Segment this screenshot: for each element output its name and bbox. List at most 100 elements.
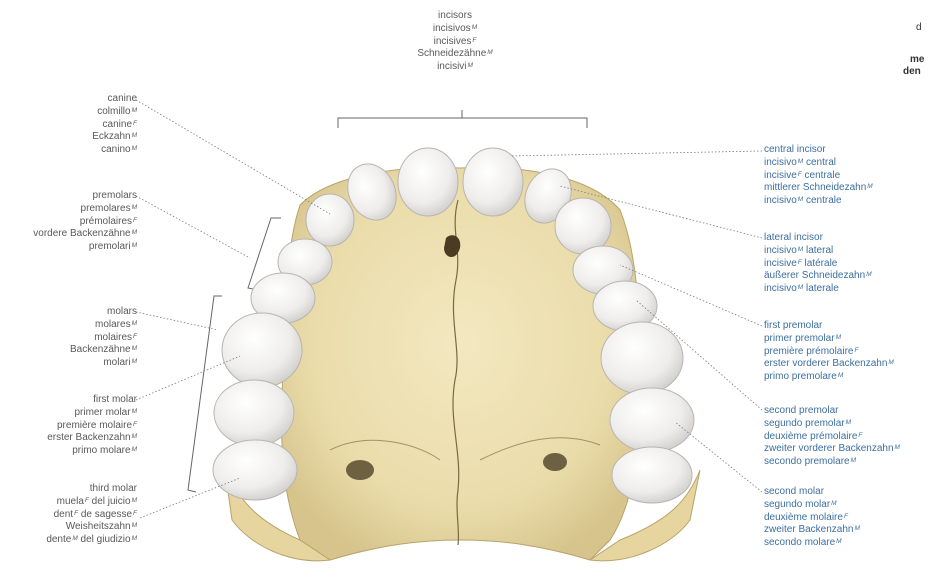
gender-marker: M <box>888 359 893 366</box>
gender-marker: M <box>132 535 137 542</box>
term-line: premolars <box>33 190 137 203</box>
term-text: primer premolar <box>764 333 835 344</box>
term-text: deuxième prémolaire <box>764 431 857 442</box>
gender-marker: M <box>132 345 137 352</box>
term-line: première molaireF <box>47 420 137 433</box>
term-text: molari <box>103 357 130 368</box>
term-text: zweiter Backenzahn <box>764 524 854 535</box>
gender-marker: M <box>132 242 137 249</box>
term-text: incisivi <box>437 61 466 72</box>
term-line: BackenzähneM <box>70 344 137 357</box>
term-line: third molar <box>46 483 137 496</box>
term-line: primer molarM <box>47 407 137 420</box>
gender-marker: F <box>133 120 137 127</box>
term-line: lateral incisor <box>764 232 872 245</box>
term-text: äußerer Schneidezahn <box>764 270 865 281</box>
term-line: second molar <box>764 486 860 499</box>
term-line: molairesF <box>70 332 137 345</box>
term-line: caninoM <box>92 144 137 157</box>
term-text: molares <box>95 319 131 330</box>
term-line: incisivoM centrale <box>764 195 873 208</box>
gender-marker: M <box>132 229 137 236</box>
term-text: segundo premolar <box>764 418 845 429</box>
term-line: EckzahnM <box>92 131 137 144</box>
gender-marker: M <box>831 500 836 507</box>
gender-marker: F <box>854 347 858 354</box>
term-suffix: de sagesse <box>78 509 132 520</box>
term-text: primo premolare <box>764 371 837 382</box>
gender-marker: F <box>858 432 862 439</box>
gender-marker: M <box>798 158 803 165</box>
gender-marker: F <box>798 171 802 178</box>
term-text: premolari <box>89 241 131 252</box>
term-line: mittlerer SchneidezahnM <box>764 182 873 195</box>
term-text: Weisheitszahn <box>66 521 131 532</box>
gender-marker: M <box>798 284 803 291</box>
tooth-l-central-incisor <box>398 148 458 216</box>
term-text: primer molar <box>74 407 130 418</box>
gender-marker: F <box>74 510 78 517</box>
term-line: second premolar <box>764 405 900 418</box>
term-text: canino <box>101 144 130 155</box>
incisors-bracket <box>338 110 587 128</box>
term-text: primo molare <box>72 445 130 456</box>
term-text: secondo molare <box>764 537 835 548</box>
term-line: premolaresM <box>33 203 137 216</box>
edge-fragment-1: d <box>916 22 922 35</box>
term-line: erster BackenzahnM <box>47 432 137 445</box>
tooth-r-molar3 <box>612 447 692 503</box>
gender-marker: M <box>846 419 851 426</box>
gender-marker: M <box>798 196 803 203</box>
term-text: mittlerer Schneidezahn <box>764 182 866 193</box>
term-line: incisors <box>400 10 510 23</box>
term-line: colmilloM <box>92 106 137 119</box>
term-line: incisivoM central <box>764 157 873 170</box>
leader-central-incisor <box>510 151 762 156</box>
gender-marker: F <box>133 510 137 517</box>
term-text: canine <box>103 119 132 130</box>
term-suffix: lateral <box>803 245 833 256</box>
term-line: incisivoM lateral <box>764 245 872 258</box>
term-line: primo molareM <box>47 445 137 458</box>
term-text: vordere Backenzähne <box>33 228 130 239</box>
term-text: incisivo <box>764 283 797 294</box>
gender-marker: M <box>836 334 841 341</box>
tooth-l-molar3 <box>213 440 297 500</box>
term-line: molars <box>70 306 137 319</box>
term-line: central incisor <box>764 144 873 157</box>
gender-marker: M <box>468 62 473 69</box>
term-line: incisivesF <box>400 36 510 49</box>
gender-marker: F <box>85 497 89 504</box>
term-text: second premolar <box>764 405 838 416</box>
gender-marker: F <box>798 259 802 266</box>
term-text: secondo premolare <box>764 456 850 467</box>
gender-marker: M <box>132 522 137 529</box>
edge-fragment-2: me <box>910 54 924 67</box>
term-line: incisiveF latérale <box>764 258 872 271</box>
term-line: muelaF del juicioM <box>46 496 137 509</box>
gender-marker: M <box>132 446 137 453</box>
label-first-premolar: first premolarprimer premolarMpremière p… <box>764 320 894 384</box>
term-line: segundo molarM <box>764 499 860 512</box>
term-text: Backenzähne <box>70 344 131 355</box>
tooth-r-molar2 <box>610 388 694 452</box>
term-line: première prémolaireF <box>764 346 894 359</box>
term-line: SchneidezähneM <box>400 48 510 61</box>
term-text: first premolar <box>764 320 822 331</box>
term-line: primer premolarM <box>764 333 894 346</box>
term-line: secondo molareM <box>764 537 860 550</box>
gender-marker: M <box>132 320 137 327</box>
gender-marker: M <box>836 538 841 545</box>
term-text: molars <box>107 306 137 317</box>
term-line: primo premolareM <box>764 371 894 384</box>
term-line: incisivosM <box>400 23 510 36</box>
term-text: colmillo <box>97 106 130 117</box>
term-suffix: laterale <box>803 283 839 294</box>
label-premolars: premolarspremolaresMprémolairesFvordere … <box>33 190 137 254</box>
term-text: third molar <box>90 483 137 494</box>
